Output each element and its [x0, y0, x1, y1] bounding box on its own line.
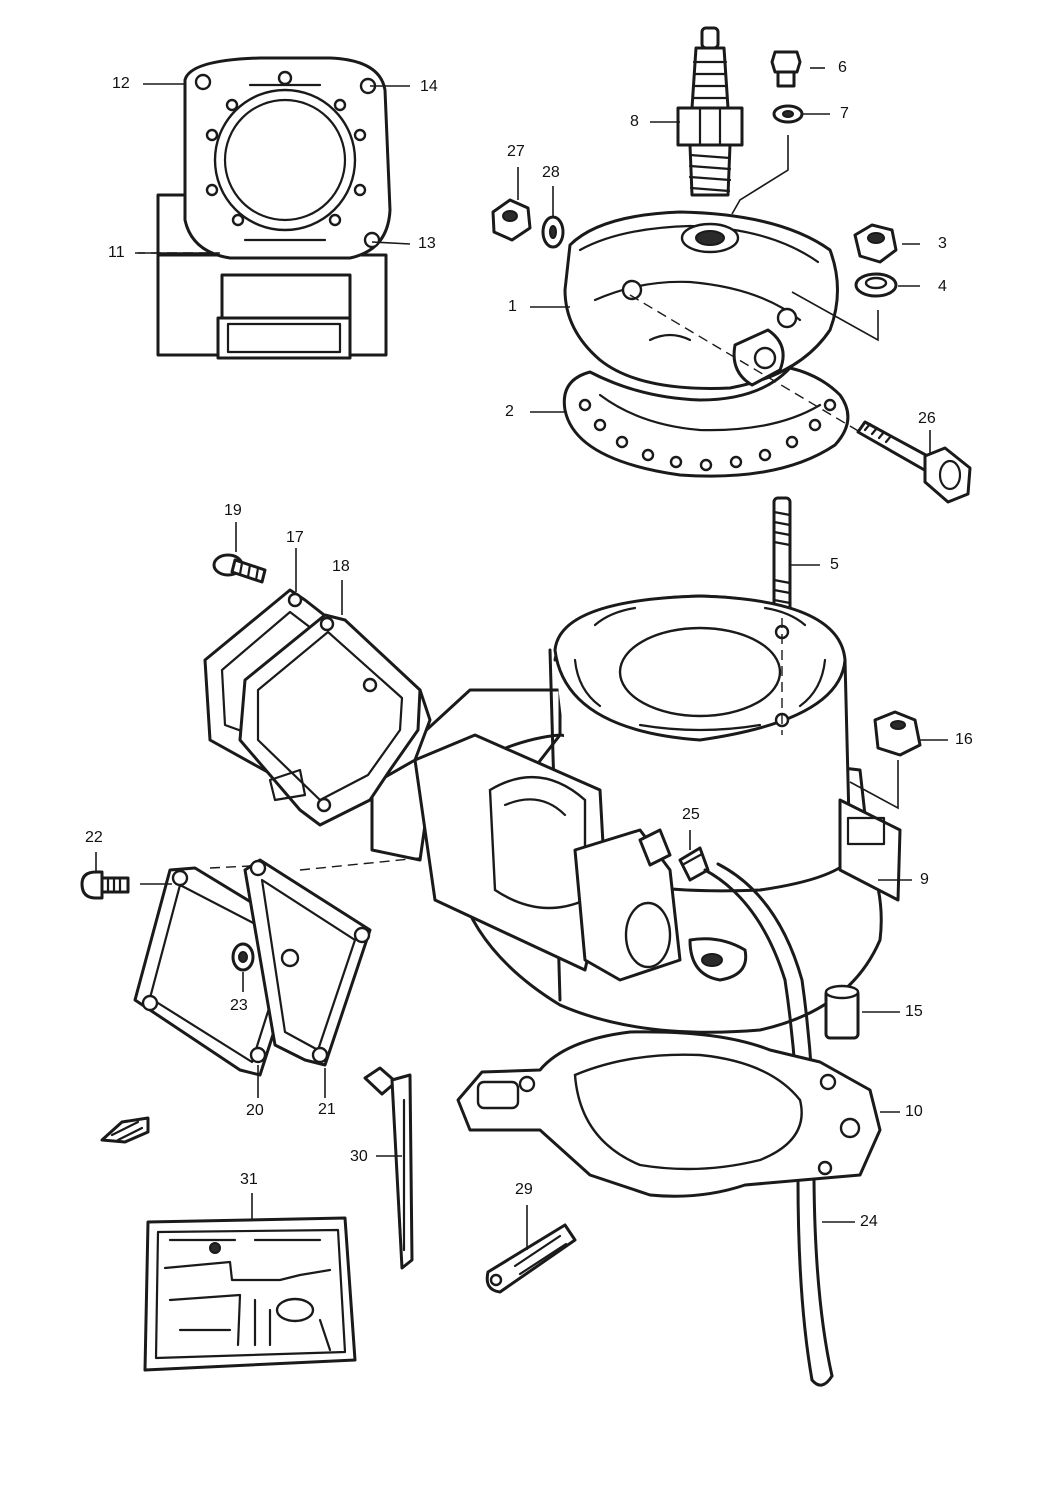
part-6-bolt [770, 50, 802, 88]
part-23-washer [231, 942, 255, 972]
part-21-gasket [243, 858, 372, 1067]
part-19-screw [212, 553, 267, 584]
callout-27: 27 [507, 143, 525, 160]
callout-2: 2 [505, 403, 514, 420]
part-5-stud [772, 496, 792, 620]
part-9-cylinder [370, 594, 902, 1034]
callout-23: 23 [230, 997, 248, 1014]
callout-16: 16 [955, 731, 973, 748]
callout-25: 25 [682, 806, 700, 823]
part-18-gasket [238, 613, 422, 827]
part-4-washer [854, 272, 898, 298]
callout-18: 18 [332, 558, 350, 575]
callout-labels: 1 2 3 4 5 6 7 8 9 10 11 12 13 14 15 16 1… [85, 59, 973, 1230]
callout-21: 21 [318, 1101, 336, 1118]
callout-17: 17 [286, 529, 304, 546]
callout-5: 5 [830, 556, 839, 573]
callout-9: 9 [920, 871, 929, 888]
part-29-clamp [485, 1223, 577, 1294]
part-1-cylinder-head [563, 210, 839, 390]
part-8-spark-plug [676, 26, 744, 197]
callout-11: 11 [108, 244, 125, 261]
callout-7: 7 [840, 105, 849, 122]
callout-30: 30 [350, 1148, 368, 1165]
callout-19: 19 [224, 502, 242, 519]
callout-22: 22 [85, 829, 103, 846]
callout-28: 28 [542, 164, 560, 181]
callout-10: 10 [905, 1103, 923, 1120]
part-10-base-gasket [456, 1030, 882, 1198]
callout-3: 3 [938, 235, 947, 252]
part-31-label [143, 1216, 357, 1372]
part-30-cable-tie [363, 1066, 414, 1270]
leader-lines [95, 67, 948, 1250]
callout-31: 31 [240, 1171, 258, 1188]
callout-4: 4 [938, 278, 947, 295]
part-2-head-gasket [562, 366, 850, 478]
front-arrow-icon [100, 1116, 150, 1144]
part-28-washer [541, 215, 565, 249]
callout-8: 8 [630, 113, 639, 130]
part-26-long-bolt [856, 420, 972, 504]
part-3-nut [853, 223, 898, 264]
callout-20: 20 [246, 1102, 264, 1119]
callout-15: 15 [905, 1003, 923, 1020]
callout-26: 26 [918, 410, 936, 427]
part-27-nut [491, 198, 532, 242]
part-15-dowel [824, 984, 860, 1040]
callout-14: 14 [420, 78, 438, 95]
part-11-cylinder-inset [156, 56, 392, 360]
callout-24: 24 [860, 1213, 878, 1230]
callout-29: 29 [515, 1181, 533, 1198]
callout-1: 1 [508, 298, 517, 315]
part-7-washer [772, 104, 804, 124]
callout-12: 12 [112, 75, 130, 92]
part-16-nut [873, 710, 922, 757]
callout-13: 13 [418, 235, 436, 252]
part-22-screw [80, 870, 130, 900]
callout-6: 6 [838, 59, 847, 76]
